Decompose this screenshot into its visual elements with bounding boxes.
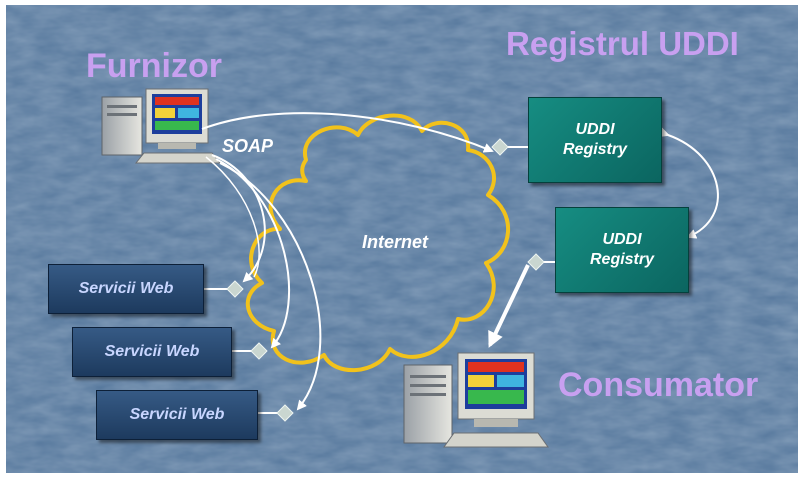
internet-label: Internet [362, 232, 429, 252]
web-service-box-3[interactable]: Servicii Web [96, 390, 258, 440]
uddi-registry-bottom[interactable]: UDDI Registry [555, 207, 689, 293]
web-service-label: Servicii Web [129, 406, 225, 423]
connector-diamond-icon [250, 342, 268, 360]
connector-diamond-icon [491, 138, 509, 156]
connector-diamond-icon [226, 280, 244, 298]
provider-computer-icon [101, 88, 222, 164]
registry-line2: Registry [589, 251, 655, 268]
connector-diamond-icon [527, 253, 545, 271]
diagram-slide: Furnizor Registrul UDDI Consumator SOAP … [6, 5, 798, 473]
uddi-registry-top[interactable]: UDDI Registry [528, 97, 662, 183]
soap-arrow [201, 112, 494, 153]
web-service-label: Servicii Web [104, 343, 200, 360]
registry-line2: Registry [562, 141, 628, 158]
registry-line1: UDDI [602, 231, 642, 248]
soap-label: SOAP [222, 136, 274, 156]
consumer-computer-icon [403, 352, 549, 448]
arrow-to-service-3 [219, 162, 322, 411]
internet-cloud [245, 113, 511, 372]
provider-title: Furnizor [86, 47, 222, 85]
registry-sync-arrow [658, 127, 719, 239]
arrow-to-service-1 [211, 154, 266, 283]
connector-diamond-icon [276, 404, 294, 422]
registry-title: Registrul UDDI [506, 25, 739, 62]
registry-line1: UDDI [575, 121, 615, 138]
web-service-box-1[interactable]: Servicii Web [48, 264, 204, 314]
arrow-to-service-4 [205, 156, 260, 278]
consumer-title: Consumator [558, 366, 759, 404]
registry-to-consumer-arrow [488, 264, 530, 348]
web-service-label: Servicii Web [78, 280, 174, 297]
web-service-box-2[interactable]: Servicii Web [72, 327, 232, 377]
